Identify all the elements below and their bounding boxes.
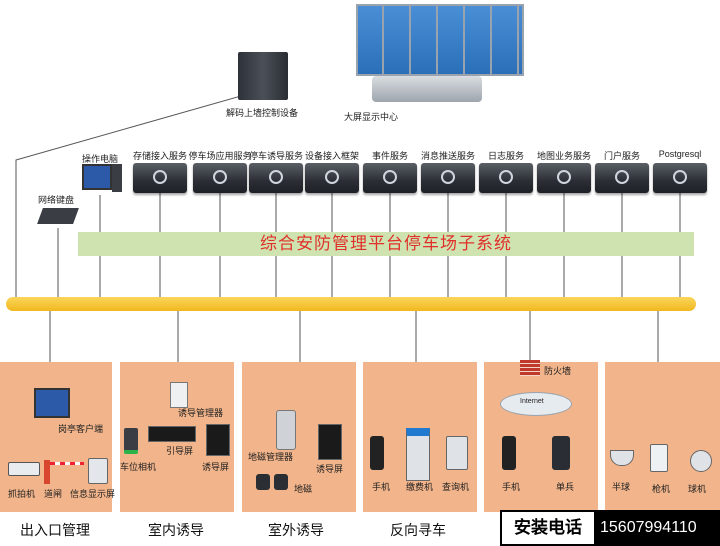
platform-title: 综合安防管理平台停车场子系统 [260,234,512,253]
video-wall [356,4,524,76]
platform-bar [78,232,694,256]
guide-screen-icon [206,424,230,456]
geomag-sensor-icon-1 [256,474,270,490]
capture-camera-icon [8,462,40,476]
guide-screen-label: 诱导屏 [202,462,230,472]
service-label: 存储接入服务 [132,151,187,161]
internet-label: Internet [520,398,544,405]
firewall-label: 防火墙 [544,366,572,376]
service-server-icon [133,163,187,193]
decoder-link [15,89,263,300]
geomag-sensor-icon-2 [274,474,288,490]
decoder-device [238,52,288,100]
info-display-icon [88,458,108,484]
service-label: 事件服务 [371,151,408,161]
query-machine-icon [446,436,468,470]
guide-manager-icon [170,382,188,408]
service-label: 消息推送服务 [420,151,475,161]
service-label: 门户服务 [603,151,640,161]
half-dome-label: 半球 [612,482,631,492]
service-server-icon [305,163,359,193]
service-label: 地图业务服务 [536,151,591,161]
bigscreen-label: 大屏显示中心 [344,112,399,122]
space-camera-label: 车位相机 [120,462,157,472]
internet-cloud-icon [500,392,572,416]
pc-tower-icon [112,164,122,192]
panel-video [605,362,720,512]
workstation-icon [82,164,112,190]
service-server-icon [249,163,303,193]
contact-box: 安装电话 15607994110 [500,510,720,546]
service-server-icon [193,163,247,193]
contact-label: 安装电话 [502,512,594,544]
booth-client-label: 岗亭客户端 [58,424,104,434]
ptz-dome-label: 球机 [688,484,707,494]
service-label: 日志服务 [487,151,524,161]
keyboard-label: 网络键盘 [38,195,75,205]
console-desk [372,76,482,102]
keyboard-icon [37,208,79,224]
gun-camera-icon [650,444,668,472]
service-server-icon [653,163,707,193]
space-camera-icon [124,428,138,454]
reverse-phone-label: 手机 [372,482,391,492]
pay-machine-label: 缴费机 [406,482,434,492]
soldier-label: 单兵 [556,482,575,492]
outdoor-screen-label: 诱导屏 [316,464,344,474]
half-dome-icon [610,450,634,466]
info-display-label: 信息显示屏 [70,489,116,499]
geomag-sensor-label: 地磁 [294,484,313,494]
service-server-icon [363,163,417,193]
entrance-title: 出入口管理 [20,522,90,538]
guide-board-icon [148,426,196,442]
service-label: 停车场应用服务 [188,151,252,161]
capture-camera-label: 抓拍机 [8,489,36,499]
workstation-label: 操作电脑 [82,154,119,164]
gate-label: 道闸 [44,489,63,499]
indoor-title: 室内诱导 [148,522,204,538]
service-label: Postgresql [658,149,702,159]
outdoor-title: 室外诱导 [268,522,324,538]
barrier-gate-icon [44,460,50,484]
guide-board-label: 引导屏 [166,446,194,456]
service-server-icon [479,163,533,193]
booth-client-icon [34,388,70,418]
geomag-manager-label: 地磁管理器 [248,452,294,462]
service-server-icon [421,163,475,193]
mobile-phone-label: 手机 [502,482,521,492]
firewall-icon [520,360,540,376]
service-server-icon [537,163,591,193]
panel-entrance [0,362,112,512]
service-label: 设备接入框架 [304,151,359,161]
ptz-dome-icon [690,450,712,472]
network-bus [6,297,696,311]
query-machine-label: 查询机 [442,482,470,492]
gun-camera-label: 枪机 [652,484,671,494]
contact-phone: 15607994110 [600,519,697,536]
service-server-icon [595,163,649,193]
guide-manager-label: 诱导管理器 [178,408,224,418]
mobile-phone-icon [502,436,516,470]
barrier-arm-icon [50,462,84,465]
geomag-manager-icon [276,410,296,450]
pay-machine-icon [406,428,430,481]
reverse-phone-icon [370,436,384,470]
outdoor-screen-icon [318,424,342,460]
decoder-label: 解码上墙控制设备 [226,108,299,118]
soldier-device-icon [552,436,570,470]
reverse-title: 反向寻车 [390,522,446,538]
service-label: 停车诱导服务 [248,151,303,161]
